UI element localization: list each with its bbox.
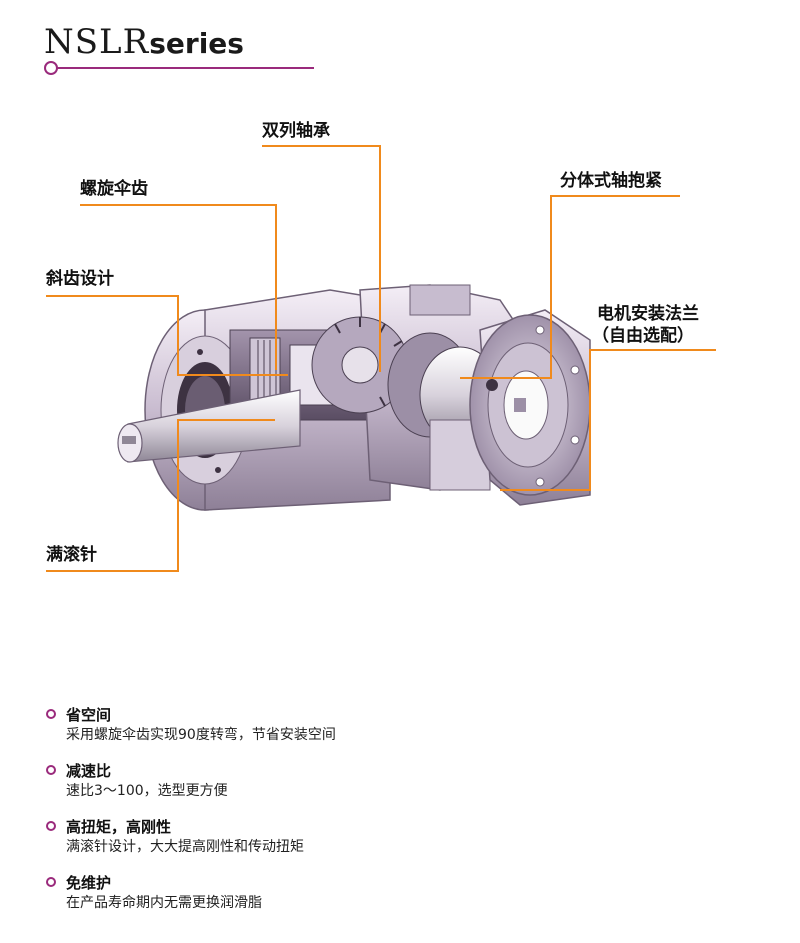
title-underline	[50, 67, 314, 69]
feature-description: 在产品寿命期内无需更换润滑脂	[66, 895, 262, 911]
title-underline-dot	[44, 61, 58, 75]
callout-motor-flange-line1: 电机安装法兰	[597, 304, 699, 324]
callout-helical-gear-design: 斜齿设计	[46, 269, 114, 289]
callout-motor-flange-line2: （自由选配）	[592, 326, 694, 346]
bullet-icon	[46, 877, 56, 887]
feature-description: 满滚针设计，大大提高刚性和传动扭矩	[66, 839, 304, 855]
bullet-icon	[46, 765, 56, 775]
feature-description: 速比3～100，选型更方便	[66, 783, 228, 799]
leader-motor-flange	[500, 349, 716, 491]
motor-flange	[469, 309, 591, 506]
bullet-icon	[46, 709, 56, 719]
title-main: NSLR	[44, 22, 150, 62]
leader-split-shaft-clamp	[460, 195, 680, 379]
leader-full-needle-roller	[46, 419, 275, 572]
callout-spiral-bevel-gear: 螺旋伞齿	[80, 179, 148, 199]
output-shaft	[117, 389, 301, 463]
page-title: NSLRseries	[44, 22, 244, 62]
callout-full-needle-roller: 满滚针	[46, 545, 97, 565]
feature-title: 免维护	[66, 874, 112, 892]
feature-description: 采用螺旋伞齿实现90度转弯，节省安装空间	[66, 727, 336, 743]
leader-lines	[46, 145, 716, 572]
callout-double-row-bearing: 双列轴承	[262, 121, 330, 141]
bullet-icon	[46, 821, 56, 831]
feature-title: 高扭矩，高刚性	[66, 818, 172, 836]
feature-title: 减速比	[66, 762, 112, 780]
callout-split-shaft-clamp: 分体式轴抱紧	[560, 171, 662, 191]
leader-double-row-bearing	[262, 145, 381, 372]
leader-helical-gear	[46, 295, 288, 376]
leader-spiral-bevel-gear	[80, 204, 277, 370]
title-suffix: series	[149, 27, 244, 60]
feature-title: 省空间	[66, 706, 112, 724]
